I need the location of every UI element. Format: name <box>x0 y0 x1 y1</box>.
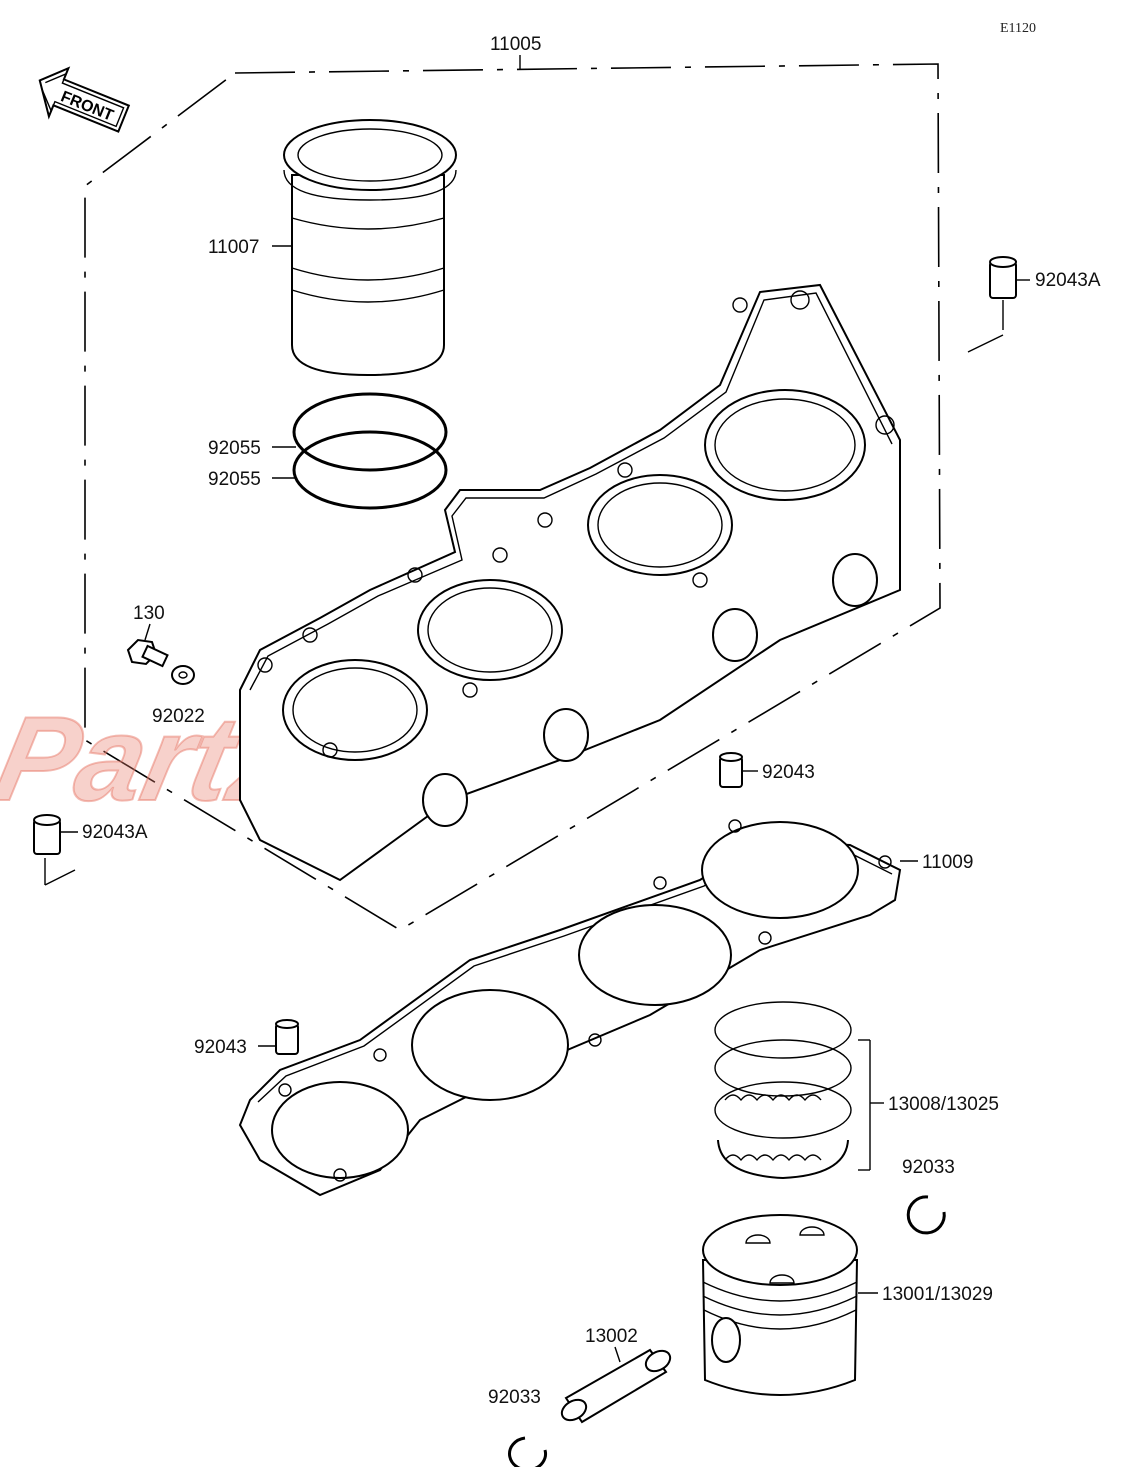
front-arrow-icon: FRONT <box>38 66 131 133</box>
callout-92043a-left: 92043A <box>82 822 148 843</box>
o-rings <box>292 392 448 510</box>
dowel-pin-92043-mid <box>719 752 743 788</box>
cylinder-block <box>239 283 901 882</box>
callout-92055-lower: 92055 <box>208 469 261 490</box>
callout-92043a-right: 92043A <box>1035 270 1101 291</box>
callout-13002: 13002 <box>585 1326 638 1347</box>
callout-13001-13029: 13001/13029 <box>882 1284 993 1305</box>
dowel-pin-92043a-right <box>989 256 1017 299</box>
callout-92033-right: 92033 <box>902 1157 955 1178</box>
dowel-pin-92043a-left <box>33 814 61 855</box>
piston-ring-set <box>714 1001 852 1180</box>
callout-130: 130 <box>133 603 165 624</box>
dowel-pin-92043-low <box>275 1019 299 1055</box>
callout-92033-bottom: 92033 <box>488 1387 541 1408</box>
piston-pin <box>560 1348 672 1424</box>
callout-13008-13025: 13008/13025 <box>888 1094 999 1115</box>
cylinder-assembly-frame <box>84 55 941 931</box>
bolt-130 <box>126 638 169 668</box>
piston <box>701 1214 859 1396</box>
callout-11009: 11009 <box>922 852 973 873</box>
callout-92022: 92022 <box>152 706 205 727</box>
reference-code: E1120 <box>1000 21 1036 36</box>
callout-92043-low: 92043 <box>194 1037 247 1058</box>
callout-11007: 11007 <box>208 237 259 258</box>
callout-11005: 11005 <box>490 34 541 55</box>
callout-92043-mid: 92043 <box>762 762 815 783</box>
callout-92055-upper: 92055 <box>208 438 261 459</box>
circlip-92033-right <box>906 1195 946 1235</box>
circlip-92033-bottom <box>508 1436 548 1467</box>
cylinder-sleeve <box>283 119 457 377</box>
washer-92022 <box>171 665 195 685</box>
head-gasket <box>238 819 902 1197</box>
